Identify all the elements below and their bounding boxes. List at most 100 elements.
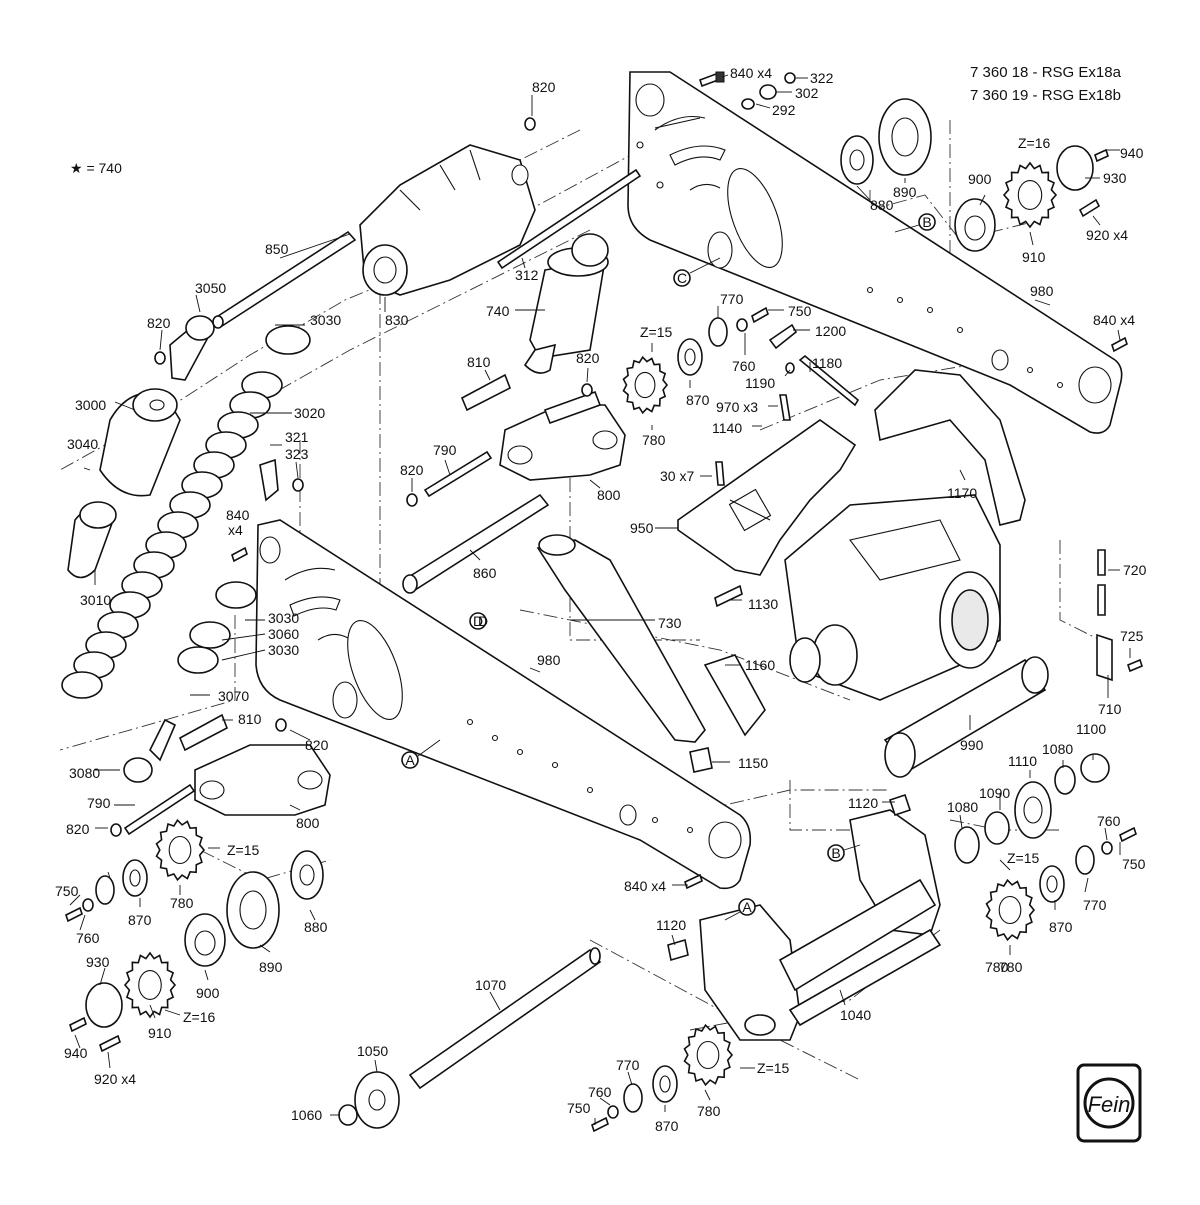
part-number-label: 890	[893, 184, 917, 200]
part-number-label: 970 x3	[716, 399, 758, 415]
arm-730	[536, 534, 706, 743]
part-number-label: 840 x4	[1093, 312, 1135, 328]
ref-mark-label: C	[677, 270, 687, 286]
part-number-label: 323	[285, 446, 309, 462]
flanges	[85, 98, 1110, 1129]
ref-mark-a-plate	[401, 751, 419, 769]
part-number-label: 1180	[812, 355, 842, 371]
part-number-label: 3030	[268, 610, 299, 626]
ref-mark-b-upper	[918, 213, 936, 231]
lever-800-lower	[194, 744, 331, 816]
ref-mark-c	[673, 269, 691, 287]
rods	[123, 168, 642, 836]
gear-hub	[998, 895, 1022, 925]
part-number-label: 820	[305, 737, 329, 753]
part-number-label: 1140	[712, 420, 742, 436]
part-number-label: 1080	[1042, 741, 1073, 757]
part-number-label: 780	[999, 959, 1023, 975]
part-number-label: 870	[128, 912, 152, 928]
gears	[123, 161, 1058, 1087]
shock-absorber-740	[523, 233, 609, 374]
part-number-label: 3020	[294, 405, 325, 421]
part-number-label: 760	[1097, 813, 1121, 829]
frame-1040	[699, 809, 942, 1041]
part-number-label: 780	[697, 1103, 721, 1119]
part-number-label: Z=16	[183, 1009, 216, 1025]
part-number-label: 1080	[947, 799, 978, 815]
part-number-label: 720	[1123, 562, 1147, 578]
upper-side-plate	[627, 71, 1123, 434]
part-number-label: Z=15	[227, 842, 260, 858]
part-number-label: 980	[537, 652, 561, 668]
part-number-label: 1040	[840, 1007, 871, 1023]
gear-hub	[696, 1040, 720, 1070]
gear-hub	[138, 970, 162, 1000]
guard-1170	[874, 369, 1026, 526]
legend-note: ★ = 740	[70, 160, 122, 176]
part-number-label: 840 x4	[730, 65, 772, 81]
part-number-label: 880	[870, 197, 894, 213]
scale-gauges	[284, 115, 706, 581]
part-number-label: 810	[467, 354, 491, 370]
part-number-label: 790	[433, 442, 457, 458]
part-number-label: 1170	[947, 485, 977, 501]
part-number-label: 830	[385, 312, 409, 328]
fein-logo: Fein	[1076, 1063, 1142, 1143]
pins	[178, 373, 743, 752]
part-number-label: 820	[66, 821, 90, 837]
part-number-label: 1200	[815, 323, 846, 339]
part-number-label: 820	[532, 79, 556, 95]
part-number-label: 710	[1098, 701, 1122, 717]
part-number-label: 1160	[745, 657, 775, 673]
part-number-label: 850	[265, 241, 289, 257]
part-number-label: 820	[576, 350, 600, 366]
leader-lines	[69, 74, 1131, 1125]
part-number-label: 980	[1030, 283, 1054, 299]
part-number-label: 1190	[745, 375, 775, 391]
part-number-label: 900	[196, 985, 220, 1001]
part-number-label: 820	[147, 315, 171, 331]
ref-mark-a-frame	[738, 898, 756, 916]
part-number-label: 840	[226, 507, 250, 523]
part-number-label: 740	[486, 303, 510, 319]
ref-mark-label: A	[742, 899, 752, 915]
part-number-label: 770	[720, 291, 744, 307]
part-number-label: 750	[1122, 856, 1146, 872]
part-number-label: 930	[1103, 170, 1127, 186]
part-number-label: Z=15	[1007, 850, 1040, 866]
part-number-label: 820	[400, 462, 424, 478]
part-number-label: x4	[228, 522, 243, 538]
gear-hub	[168, 835, 192, 865]
part-number-label: 3030	[268, 642, 299, 658]
part-number-label: D	[478, 613, 488, 629]
ref-mark-label: D	[473, 613, 483, 629]
part-number-label: 910	[148, 1025, 172, 1041]
lever-800-upper	[499, 390, 626, 481]
part-number-label: 1100	[1076, 721, 1106, 737]
ref-mark-b-lower	[827, 844, 845, 862]
part-number-label: 321	[285, 429, 309, 445]
part-number-label: 1050	[357, 1043, 388, 1059]
part-number-label: 3010	[80, 592, 111, 608]
part-number-label: 780	[985, 959, 1009, 975]
part-number-label: 1070	[475, 977, 506, 993]
part-number-label: 880	[304, 919, 328, 935]
part-number-label: 870	[686, 392, 710, 408]
part-number-label: 730	[658, 615, 682, 631]
part-number-label: 990	[960, 737, 984, 753]
part-number-label: 1120	[848, 795, 878, 811]
part-number-label: 860	[473, 565, 497, 581]
part-number-label: 940	[1120, 145, 1144, 161]
lower-side-plate	[255, 519, 752, 890]
part-number-label: 3060	[268, 626, 299, 642]
part-number-label: 3080	[69, 765, 100, 781]
part-number-label: 1060	[291, 1107, 322, 1123]
part-number-label: 3030	[310, 312, 341, 328]
tube-990	[883, 656, 1049, 778]
title-line-2: 7 360 19 - RSG Ex18b	[970, 87, 1121, 104]
part-number-label: 760	[588, 1084, 612, 1100]
part-number-label: 750	[567, 1100, 591, 1116]
part-number-label: 810	[238, 711, 262, 727]
